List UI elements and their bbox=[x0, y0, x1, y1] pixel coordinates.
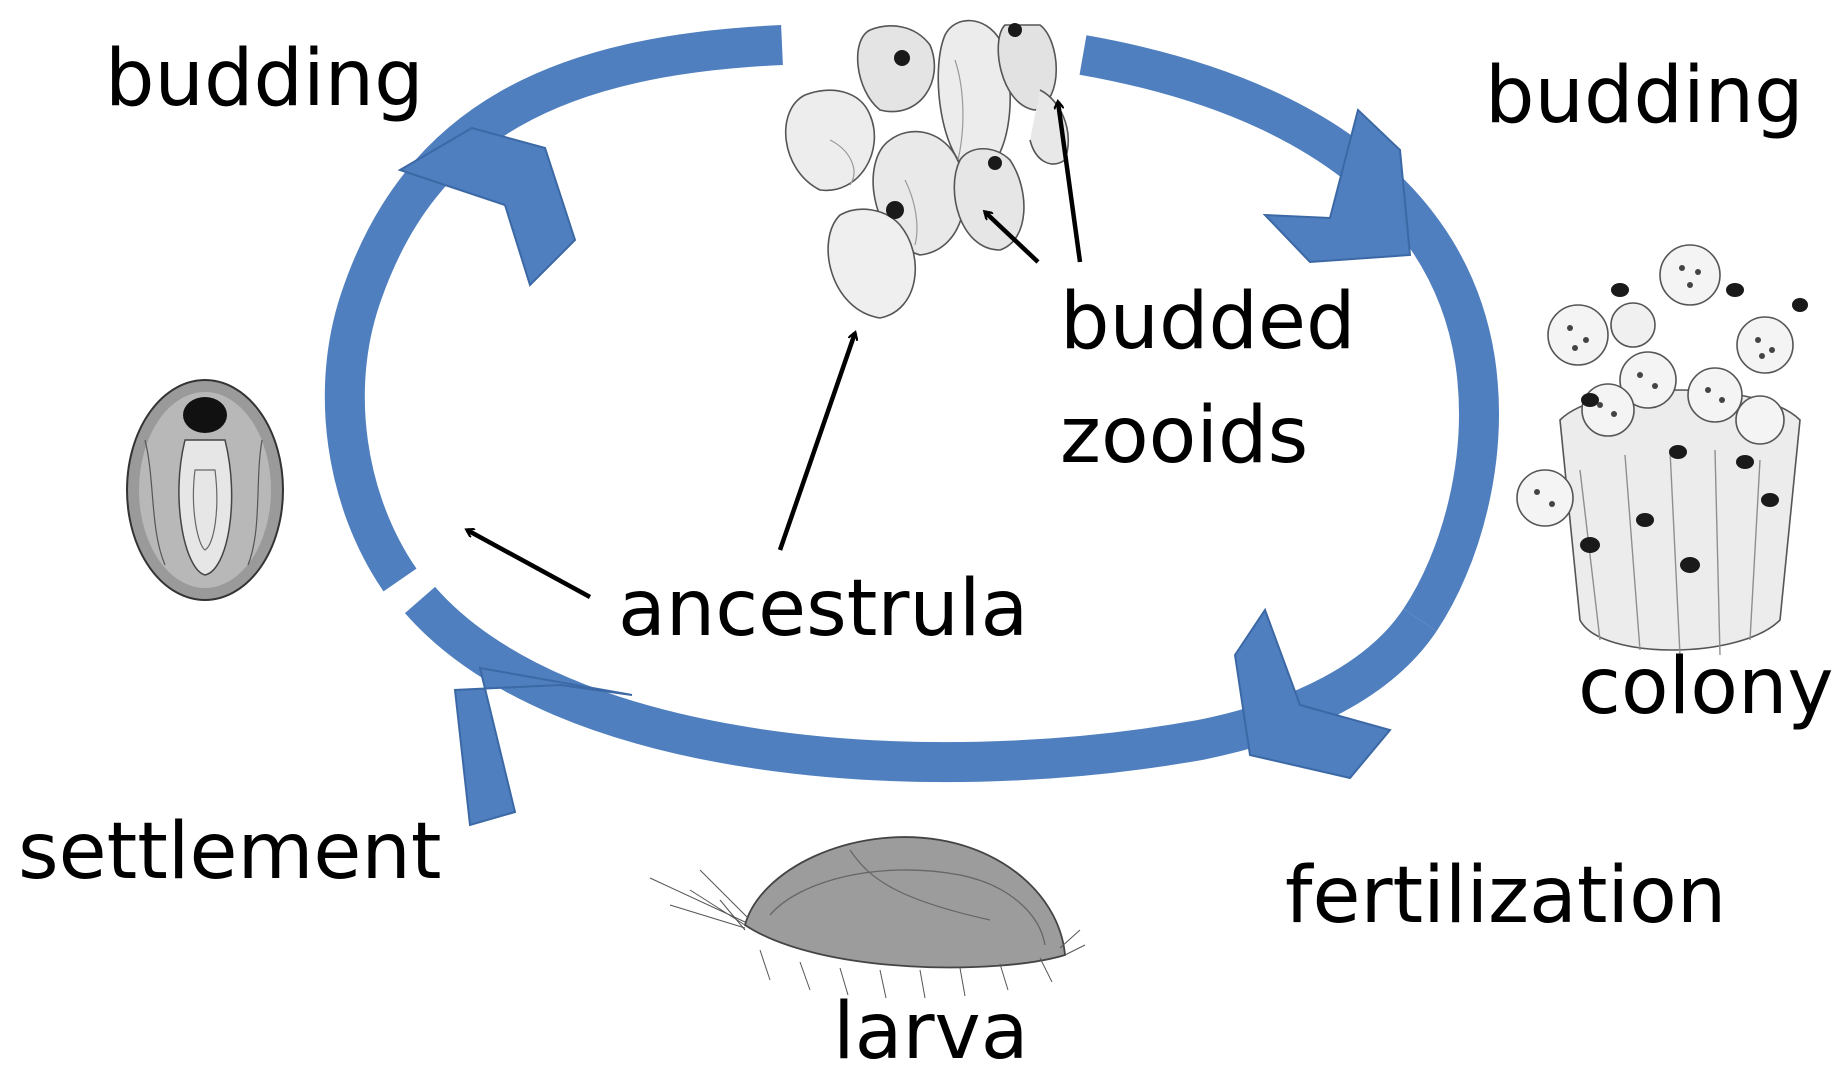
colony-sketch bbox=[1517, 245, 1808, 655]
label-settlement: settlement bbox=[18, 807, 441, 897]
arrow-ancestrula-to-buds bbox=[780, 333, 855, 550]
label-colony: colony bbox=[1578, 642, 1834, 732]
arrow-ancestrula-to-ring bbox=[467, 530, 590, 597]
label-budding-left: budding bbox=[105, 34, 424, 124]
label-larva: larva bbox=[833, 987, 1029, 1072]
arrow-budded-to-zooid-top bbox=[1058, 102, 1080, 262]
label-budding-right: budding bbox=[1485, 51, 1804, 141]
label-fertilization: fertilization bbox=[1285, 851, 1726, 941]
label-zooids: zooids bbox=[1060, 391, 1308, 481]
larva-sketch bbox=[650, 837, 1085, 998]
label-budded: budded bbox=[1060, 277, 1355, 367]
label-ancestrula: ancestrula bbox=[618, 564, 1028, 654]
cycle-arc-top-left bbox=[345, 45, 782, 580]
settled-ancestrula-sketch bbox=[127, 380, 283, 600]
ancestrula-with-buds-sketch bbox=[786, 21, 1068, 318]
